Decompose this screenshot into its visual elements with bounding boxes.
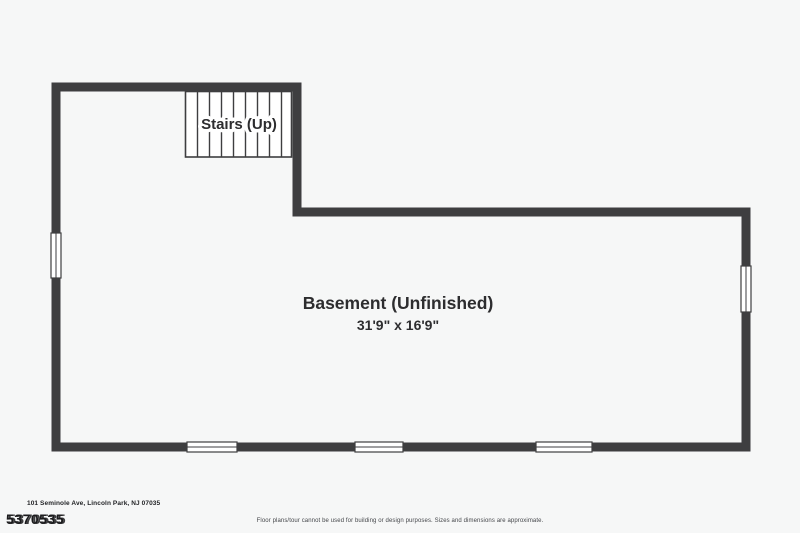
room-label: Basement (Unfinished) (303, 293, 494, 313)
window-bottom-1 (186, 441, 238, 453)
window-right (740, 265, 752, 313)
footer-disclaimer: Floor plans/tour cannot be used for buil… (256, 518, 544, 524)
window-left (50, 232, 62, 279)
staircase: Stairs (Up) (184, 90, 293, 158)
stairs-area (184, 90, 293, 158)
room-dimensions: 31'9" x 16'9" (357, 317, 439, 333)
window-bottom-3 (535, 441, 593, 453)
window-bottom-2 (354, 441, 404, 453)
stair-treads (196, 92, 283, 157)
footer-address: 101 Seminole Ave, Lincoln Park, NJ 07035 (27, 500, 161, 507)
wall-outline (51, 82, 751, 452)
listing-id: 5370535 (6, 511, 65, 527)
stairs-label: Stairs (Up) (201, 116, 277, 133)
